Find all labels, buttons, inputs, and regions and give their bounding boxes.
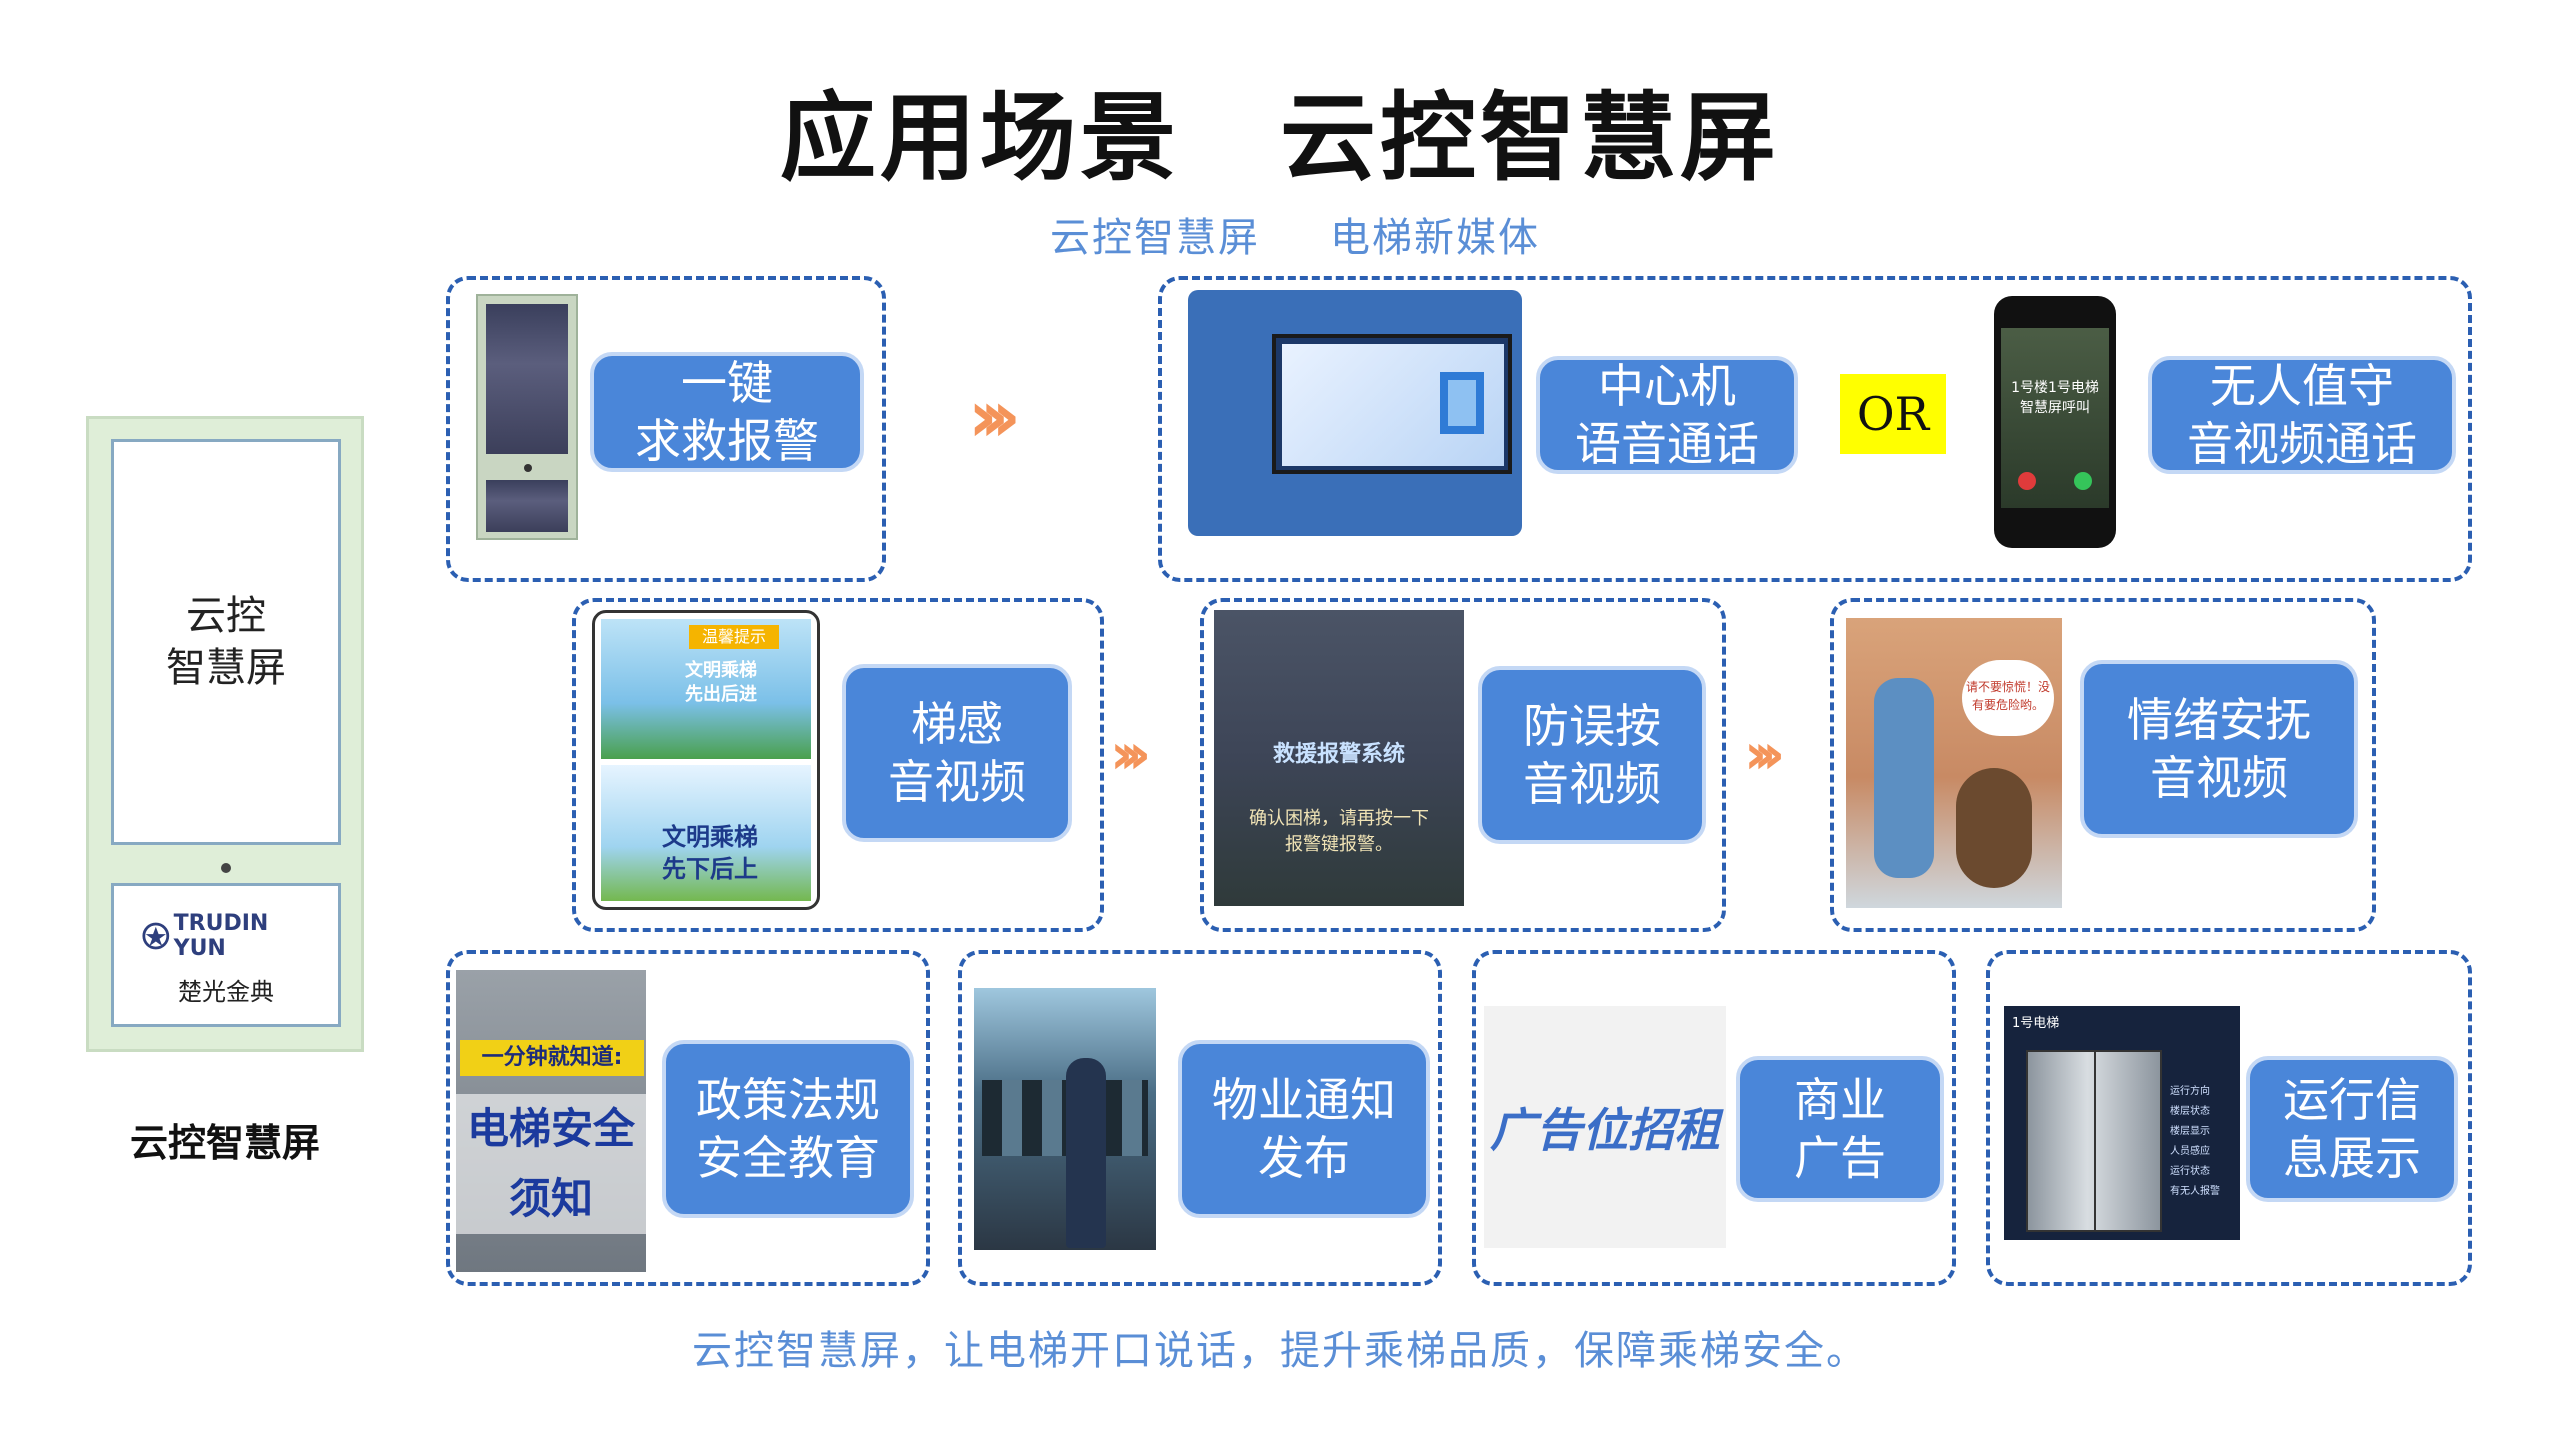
arrow-right-icon: ››› xyxy=(968,374,1021,458)
device-brand-panel: TRUDIN YUN 楚光金典 xyxy=(111,883,341,1027)
page-title: 应用场景云控智慧屏 xyxy=(0,60,2560,199)
antimis-box xyxy=(1200,598,1726,932)
center-console-image xyxy=(1188,290,1522,536)
elevator-menu-item: 楼层显示 xyxy=(2170,1126,2210,1137)
elevator-menu-item: 人员感应 xyxy=(2170,1146,2210,1157)
owl-speech-bubble: 请不要惊慌！没 有要危险哟。 xyxy=(1962,660,2054,736)
call-box xyxy=(1158,276,2472,582)
feature-unattended-call[interactable]: 无人值守 音视频通话 xyxy=(2148,356,2456,474)
feature-sense[interactable]: 梯感 音视频 xyxy=(842,664,1072,842)
phone-image: 1号楼1号电梯 智慧屏呼叫 xyxy=(1994,296,2116,548)
brand-star-icon xyxy=(142,922,170,950)
sense-sign-image: 温馨提示 文明乘梯 先出后进 文明乘梯 先下后上 xyxy=(592,610,820,910)
feature-alarm[interactable]: 一键 求救报警 xyxy=(590,352,864,472)
arrow-right-icon: ››› xyxy=(1744,722,1785,787)
subtitle-left: 云控智慧屏 xyxy=(1050,215,1260,261)
sense-box xyxy=(572,598,1104,932)
elevator-menu-item: 运行状态 xyxy=(2170,1166,2210,1177)
feature-notice[interactable]: 物业通知 发布 xyxy=(1178,1040,1430,1218)
decline-icon xyxy=(2018,472,2036,490)
sense-sign-2: 文明乘梯 先下后上 xyxy=(662,823,758,883)
owl-figure xyxy=(1956,768,2032,888)
feature-runinfo[interactable]: 运行信 息展示 xyxy=(2246,1056,2458,1202)
sense-sign-1: 文明乘梯 先出后进 xyxy=(685,660,757,705)
alarm-system-title: 救援报警系统 xyxy=(1272,742,1405,767)
policy-text-1: 一分钟就知道: xyxy=(460,1040,644,1076)
feature-center-call[interactable]: 中心机 语音通话 xyxy=(1536,356,1798,474)
feature-emotion[interactable]: 情绪安抚 音视频 xyxy=(2080,660,2358,838)
smart-screen-device: 云控 智慧屏 TRUDIN YUN 楚光金典 xyxy=(86,416,364,1052)
emotion-cartoon-image: 请不要惊慌！没 有要危险哟。 xyxy=(1846,618,2062,908)
emotion-box xyxy=(1830,598,2376,932)
notice-box xyxy=(958,950,1442,1286)
ad-image: 广告位招租 xyxy=(1484,1006,1726,1248)
brand-logo: TRUDIN YUN xyxy=(142,911,316,961)
monitor-room-image xyxy=(974,988,1156,1250)
ad-box xyxy=(1472,950,1956,1286)
subtitle-right: 电梯新媒体 xyxy=(1330,215,1540,261)
device-screen: 云控 智慧屏 xyxy=(111,439,341,845)
sense-tag: 温馨提示 xyxy=(689,625,779,649)
alarm-box xyxy=(446,276,886,582)
elevator-menu-item: 有无人报警 xyxy=(2170,1186,2220,1197)
policy-image: 一分钟就知道: 电梯安全须知 xyxy=(456,970,646,1272)
elevator-menu-item: 运行方向 xyxy=(2170,1086,2210,1097)
ad-text: 广告位招租 xyxy=(1490,1103,1720,1157)
title-right: 云控智慧屏 xyxy=(1280,81,1780,194)
brand-name: 楚光金典 xyxy=(178,978,274,1006)
feature-ad[interactable]: 商业 广告 xyxy=(1736,1056,1944,1202)
runinfo-box xyxy=(1986,950,2472,1286)
brand-logo-text: TRUDIN YUN xyxy=(173,911,269,961)
elevator-menu: 运行方向楼层状态楼层显示人员感应运行状态有无人报警 xyxy=(2170,1082,2236,1202)
title-left: 应用场景 xyxy=(780,81,1180,194)
policy-text-2: 电梯安全须知 xyxy=(456,1094,646,1234)
person-figure xyxy=(1874,678,1934,878)
feature-policy[interactable]: 政策法规 安全教育 xyxy=(662,1040,914,1218)
arrow-right-icon: ››› xyxy=(1110,722,1151,787)
accept-icon xyxy=(2074,472,2092,490)
policy-box xyxy=(446,950,930,1286)
or-badge: OR xyxy=(1840,374,1946,454)
feature-antimis[interactable]: 防误按 音视频 xyxy=(1478,666,1706,844)
guard-figure xyxy=(1066,1058,1106,1248)
device-label: 云控智慧屏 xyxy=(129,1121,320,1165)
alarm-system-image: 救援报警系统 确认困梯，请再按一下 报警键报警。 xyxy=(1214,610,1464,906)
alarm-system-msg: 确认困梯，请再按一下 报警键报警。 xyxy=(1249,808,1429,855)
elevator-menu-item: 楼层状态 xyxy=(2170,1106,2210,1117)
phone-caller-text: 1号楼1号电梯 智慧屏呼叫 xyxy=(2011,380,2099,416)
camera-dot-icon xyxy=(221,863,231,873)
alarm-device-image xyxy=(476,294,578,540)
elevator-title: 1号电梯 xyxy=(2012,1016,2060,1031)
elevator-info-image: 1号电梯 运行方向楼层状态楼层显示人员感应运行状态有无人报警 xyxy=(2004,1006,2240,1240)
footer-slogan: 云控智慧屏，让电梯开口说话，提升乘梯品质，保障乘梯安全。 xyxy=(692,1328,1868,1374)
